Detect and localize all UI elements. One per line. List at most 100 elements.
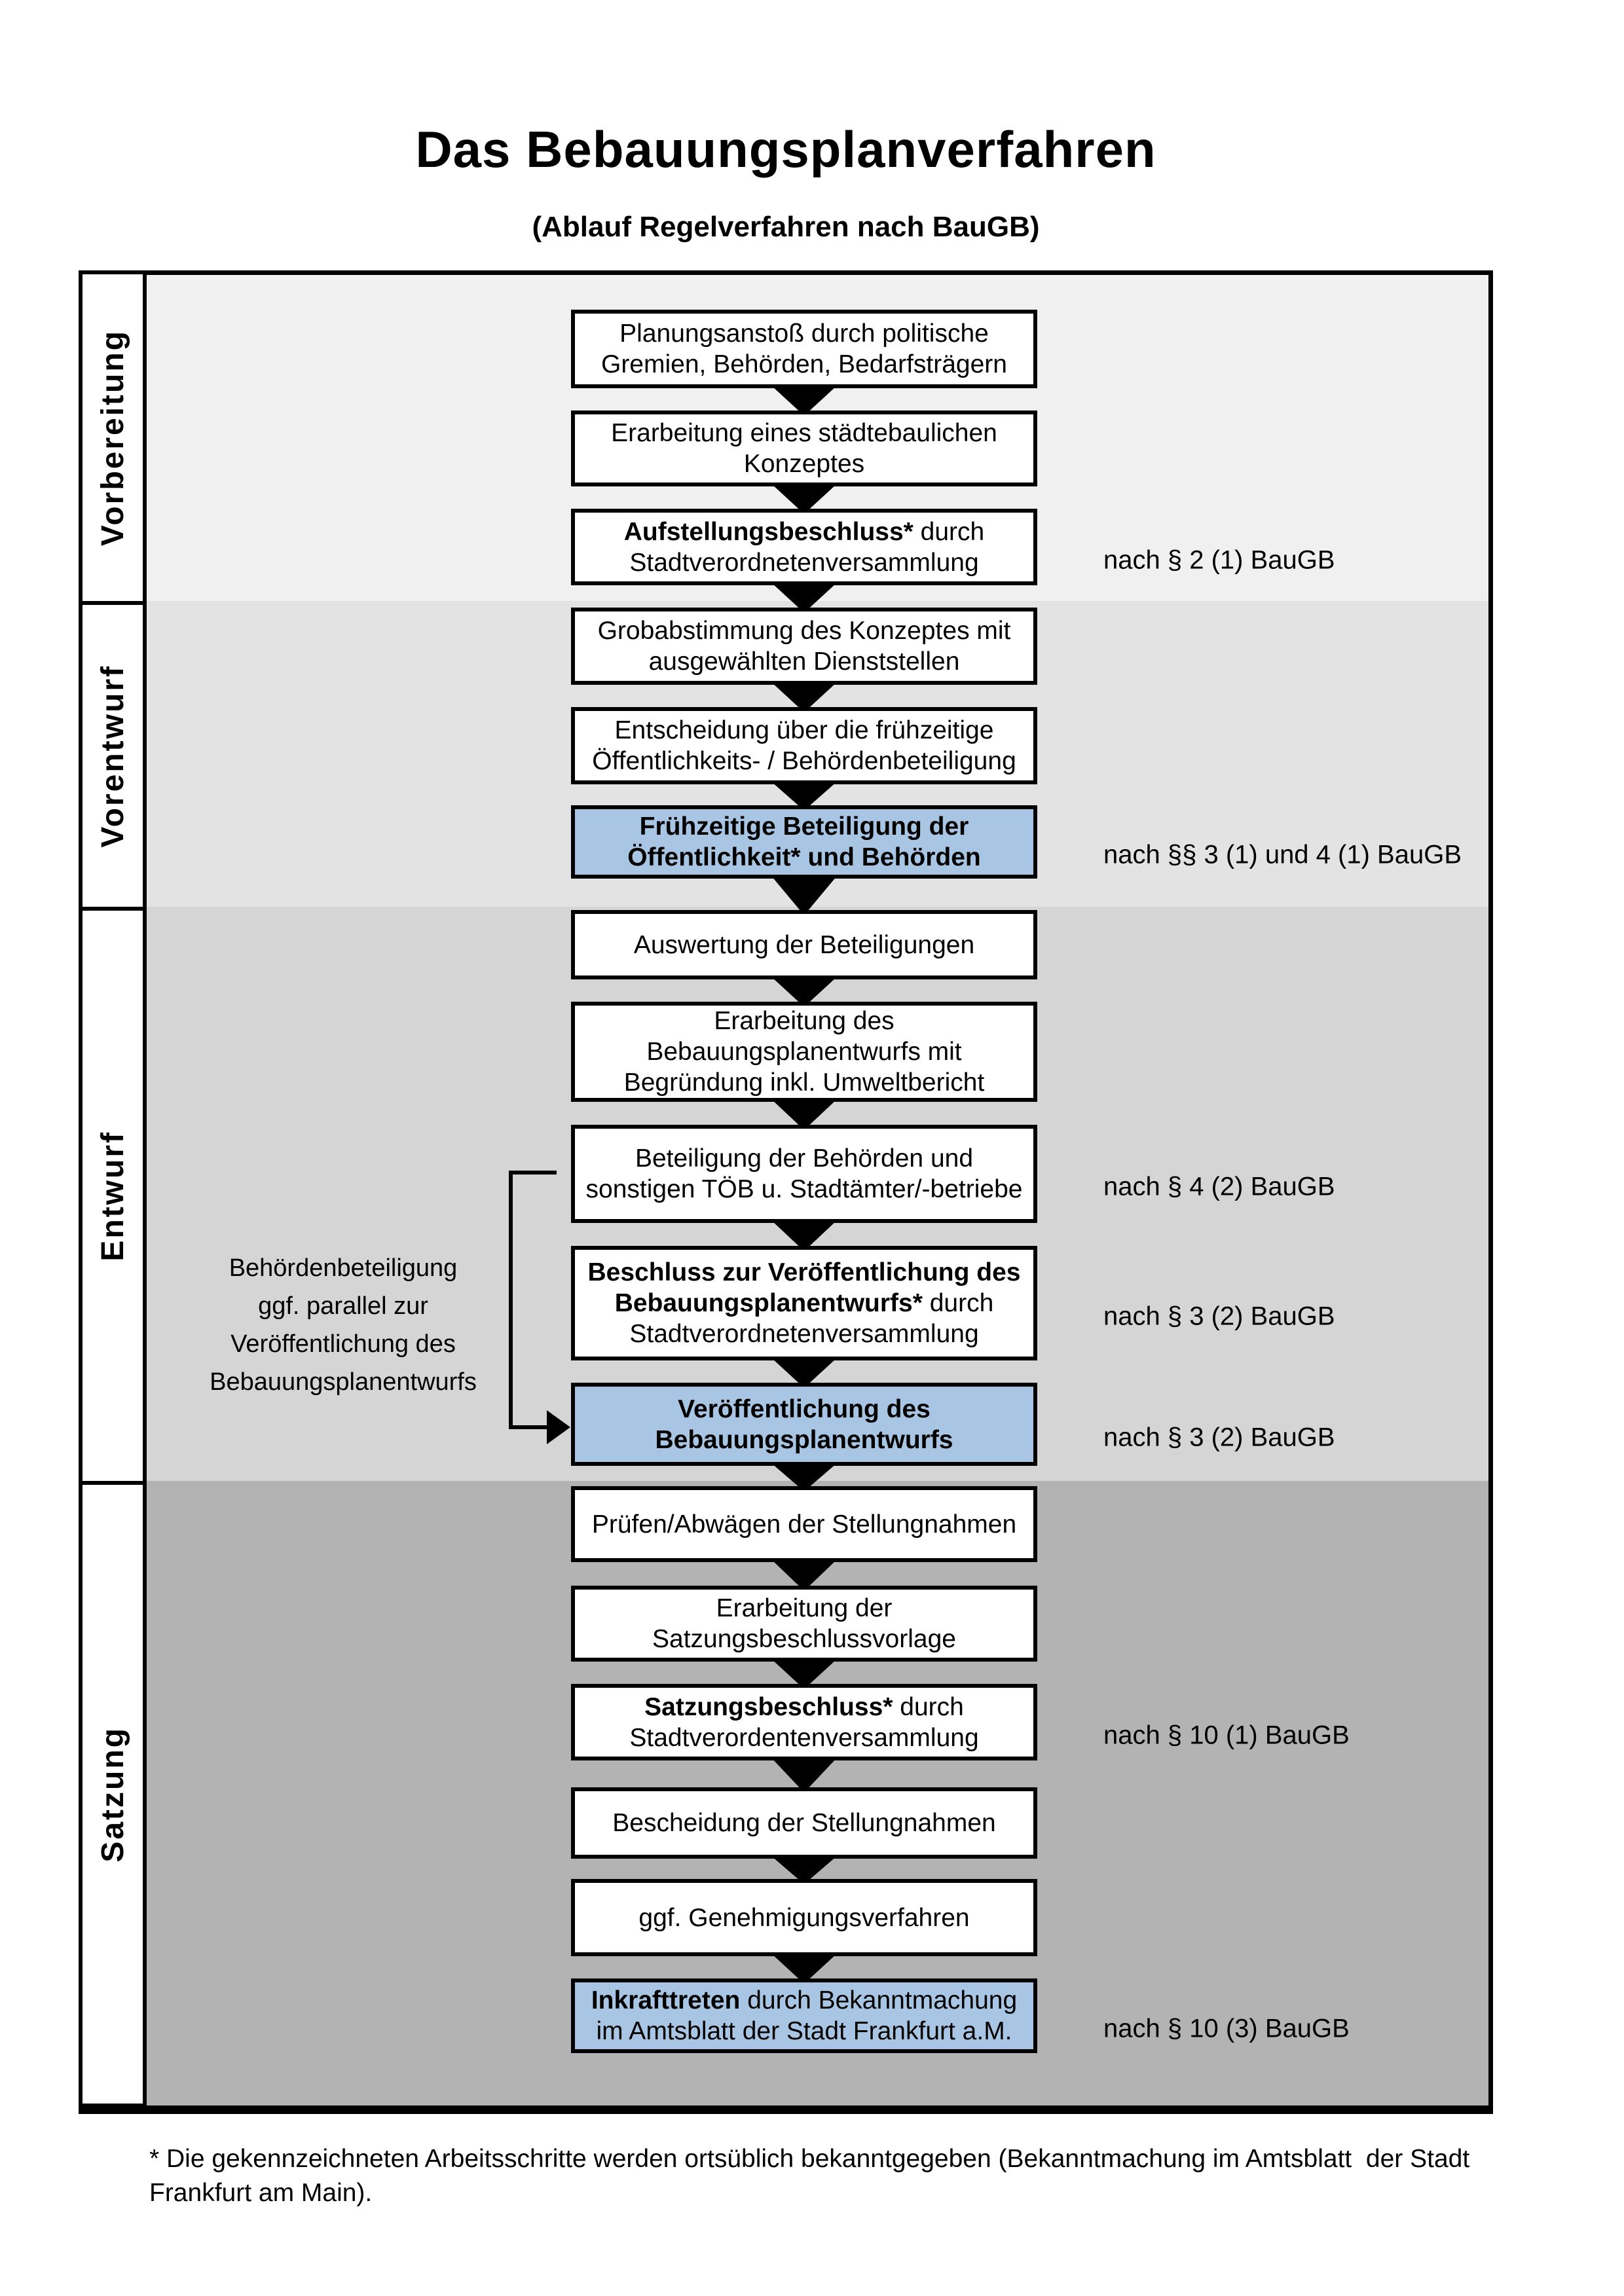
flow-step-text: Beteiligung der Behörden und — [635, 1144, 974, 1173]
flow-step-text: durch — [922, 1289, 994, 1317]
flow-step-text: im Amtsblatt der Stadt Frankfurt a.M. — [596, 2017, 1012, 2045]
flow-step-line: Bebauungsplanentwurfs mit — [646, 1036, 961, 1067]
baugb-note: nach § 4 (2) BauGB — [1103, 1172, 1335, 1201]
flow-step-line: ausgewählten Dienststellen — [649, 646, 960, 677]
baugb-note: nach § 3 (2) BauGB — [1103, 1302, 1335, 1330]
flow-step-text: durch Bekanntmachung — [740, 1986, 1018, 2014]
flow-step-line: Entscheidung über die frühzeitige — [615, 715, 994, 746]
bracket-top-line — [509, 1171, 557, 1175]
flow-step-text: Öffentlichkeit* und Behörden — [627, 843, 981, 871]
baugb-note: nach §§ 3 (1) und 4 (1) BauGB — [1103, 840, 1462, 869]
baugb-note: nach § 10 (1) BauGB — [1103, 1721, 1350, 1749]
flow-step-text: Bebauungsplanentwurfs mit — [646, 1038, 962, 1066]
flow-step-text: Öffentlichkeits- / Behördenbeteiligung — [592, 747, 1016, 775]
flow-step-text: Erarbeitung der — [716, 1594, 893, 1622]
phase-label-satzung: Satzung — [95, 1726, 130, 1863]
flow-step-line: sonstigen TÖB u. Stadtämter/-betriebe — [586, 1174, 1023, 1205]
flow-step-line: Auswertung der Beteiligungen — [634, 930, 974, 960]
phase-label-vorentwurf: Vorentwurf — [95, 664, 130, 848]
flow-step-line: Erarbeitung der — [716, 1593, 893, 1624]
flow-step-line: Inkrafttreten durch Bekanntmachung — [591, 1985, 1017, 2016]
sidenote-line: Veröffentlichung des — [231, 1330, 456, 1358]
flow-step-text: Erarbeitung eines städtebaulichen — [611, 419, 997, 447]
flow-step-text: Konzeptes — [743, 450, 865, 478]
phase-label-cell-entwurf: Entwurf — [79, 907, 147, 1485]
flow-step-line: Erarbeitung eines städtebaulichen — [611, 418, 997, 448]
phase-label-cell-vorbereitung: Vorbereitung — [79, 270, 147, 605]
flow-step-text: durch — [893, 1692, 964, 1721]
flow-step-line: Öffentlichkeits- / Behördenbeteiligung — [592, 746, 1016, 776]
flow-step-line: Beteiligung der Behörden und — [635, 1143, 973, 1174]
page-subtitle: (Ablauf Regelverfahren nach BauGB) — [532, 211, 1040, 243]
flow-step-text: Frühzeitige Beteiligung der — [639, 812, 969, 841]
flow-step-line: Prüfen/Abwägen der Stellungnahmen — [592, 1509, 1016, 1540]
flow-step-text: Bebauungsplanentwurfs* — [614, 1289, 923, 1317]
flow-step-16: ggf. Genehmigungsverfahren — [571, 1879, 1037, 1956]
flow-step-line: Grobabstimmung des Konzeptes mit — [598, 615, 1011, 646]
flow-step-line: Frühzeitige Beteiligung der — [640, 811, 969, 842]
baugb-note: nach § 3 (2) BauGB — [1103, 1423, 1335, 1451]
sidenote-line: Bebauungsplanentwurfs — [210, 1368, 477, 1396]
flow-step-text: Stadtverordnetenversammlung — [629, 548, 979, 577]
flow-step-text: Begründung inkl. Umweltbericht — [623, 1068, 985, 1097]
flow-step-text: Planungsanstoß durch politische — [619, 319, 989, 348]
flow-step-line: Bebauungsplanentwurfs — [655, 1425, 953, 1455]
flow-arrow-down-icon — [771, 1758, 837, 1793]
flow-step-text: Stadtverordentenversammlung — [629, 1723, 979, 1752]
flow-step-line: Veröffentlichung des — [678, 1394, 931, 1425]
flow-step-text: ausgewählten Dienststellen — [648, 647, 960, 676]
baugb-note: nach § 10 (3) BauGB — [1103, 2014, 1350, 2043]
flow-step-text: Erarbeitung des — [714, 1007, 895, 1035]
flow-step-text: Veröffentlichung des — [678, 1394, 931, 1423]
flow-arrow-down-icon — [771, 876, 837, 915]
flow-step-line: Erarbeitung des — [714, 1006, 894, 1036]
bracket-vertical-line — [509, 1171, 513, 1429]
flow-step-line: Aufstellungsbeschluss* durch — [624, 517, 985, 547]
flow-step-text: Inkrafttreten — [591, 1986, 741, 2014]
flow-step-text: ggf. Genehmigungsverfahren — [638, 1903, 970, 1932]
flow-step-text: durch — [913, 517, 985, 546]
flow-step-line: Satzungsbeschluss* durch — [644, 1692, 964, 1722]
page-title: Das Bebauungsplanverfahren — [415, 120, 1156, 178]
flow-step-line: ggf. Genehmigungsverfahren — [638, 1903, 969, 1933]
flow-step-line: Begründung inkl. Umweltbericht — [624, 1067, 985, 1098]
flow-step-text: Satzungsbeschlussvorlage — [652, 1625, 956, 1653]
sidenote-line: Behördenbeteiligung — [229, 1254, 458, 1282]
flow-step-line: im Amtsblatt der Stadt Frankfurt a.M. — [596, 2016, 1012, 2047]
flow-step-text: Gremien, Behörden, Bedarfsträgern — [600, 350, 1007, 378]
flow-step-12: Prüfen/Abwägen der Stellungnahmen — [571, 1486, 1037, 1562]
flow-step-line: Planungsanstoß durch politische — [619, 318, 989, 349]
flow-step-line: Bescheidung der Stellungnahmen — [612, 1808, 995, 1838]
footnote-line: * Die gekennzeichneten Arbeitsschritte w… — [149, 2145, 1470, 2173]
phase-label-cell-vorentwurf: Vorentwurf — [79, 601, 147, 911]
bracket-arrowhead-icon — [547, 1410, 570, 1444]
flow-step-line: Bebauungsplanentwurfs* durch — [615, 1288, 994, 1319]
flow-step-text: sonstigen TÖB u. Stadtämter/-betriebe — [585, 1175, 1023, 1203]
flow-step-text: Auswertung der Beteiligungen — [633, 930, 975, 959]
flow-step-text: Grobabstimmung des Konzeptes mit — [597, 617, 1011, 645]
footnote-line: Frankfurt am Main). — [149, 2179, 373, 2207]
flow-step-line: Stadtverordnetenversammlung — [629, 1319, 978, 1349]
flow-step-text: Entscheidung über die frühzeitige — [614, 716, 994, 744]
footnote: * Die gekennzeichneten Arbeitsschritte w… — [149, 2142, 1544, 2210]
flow-step-line: Stadtverordentenversammlung — [629, 1722, 978, 1753]
flow-step-text: Beschluss zur Veröffentlichung des — [587, 1258, 1021, 1286]
bracket-bottom-line — [509, 1425, 549, 1429]
flow-step-7: Auswertung der Beteiligungen — [571, 910, 1037, 979]
flow-step-text: Stadtverordnetenversammlung — [629, 1320, 979, 1348]
flow-step-text: Satzungsbeschluss* — [644, 1692, 893, 1721]
flow-step-line: Stadtverordnetenversammlung — [629, 547, 978, 578]
flow-step-text: Bebauungsplanentwurfs — [655, 1425, 953, 1454]
phase-label-cell-satzung: Satzung — [79, 1481, 147, 2107]
sidenote-line: ggf. parallel zur — [258, 1292, 428, 1320]
